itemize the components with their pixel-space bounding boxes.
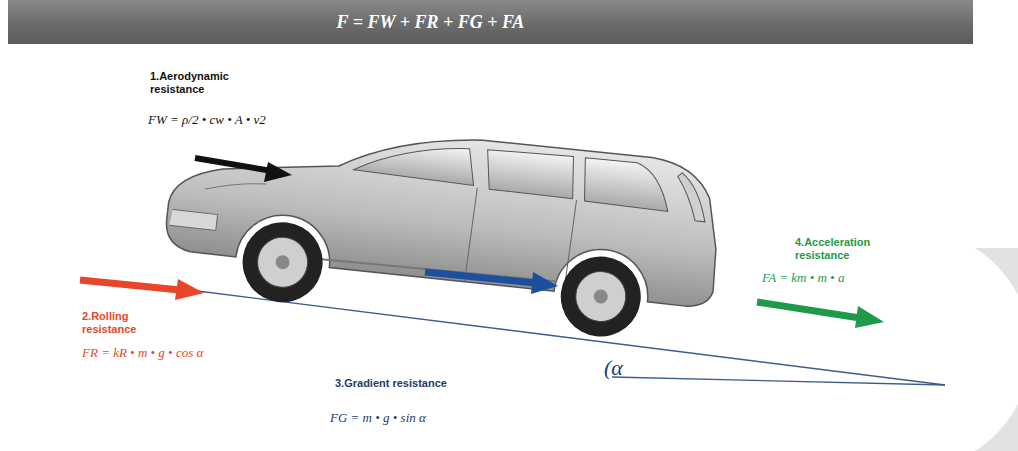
aero-arrow: [195, 158, 292, 182]
title: F = FW + FR + FG + FA: [8, 0, 973, 44]
formula: FG = m • g • sin α: [330, 410, 426, 426]
force-heading: 4.Acceleration resistance: [795, 236, 925, 262]
formula: FR = kR • m • g • cos α: [82, 345, 203, 361]
formula: FA = km • m • a: [762, 270, 844, 286]
force-heading: 1.Aerodynamic resistance: [150, 70, 260, 96]
formula: FW = ρ/2 • cw • A • v2: [148, 112, 266, 128]
force-heading: 3.Gradient resistance: [335, 377, 455, 390]
force-heading: 2.Rolling resistance: [82, 310, 182, 336]
angle-label: (α: [604, 355, 623, 381]
car: [159, 104, 728, 351]
rolling-arrow: [80, 279, 204, 300]
horizontal-line: [612, 377, 945, 385]
title-bar: [8, 0, 973, 44]
decor-shape: [975, 248, 1018, 451]
acceleration-arrow: [757, 302, 884, 328]
gradient-arrow: [425, 272, 558, 294]
